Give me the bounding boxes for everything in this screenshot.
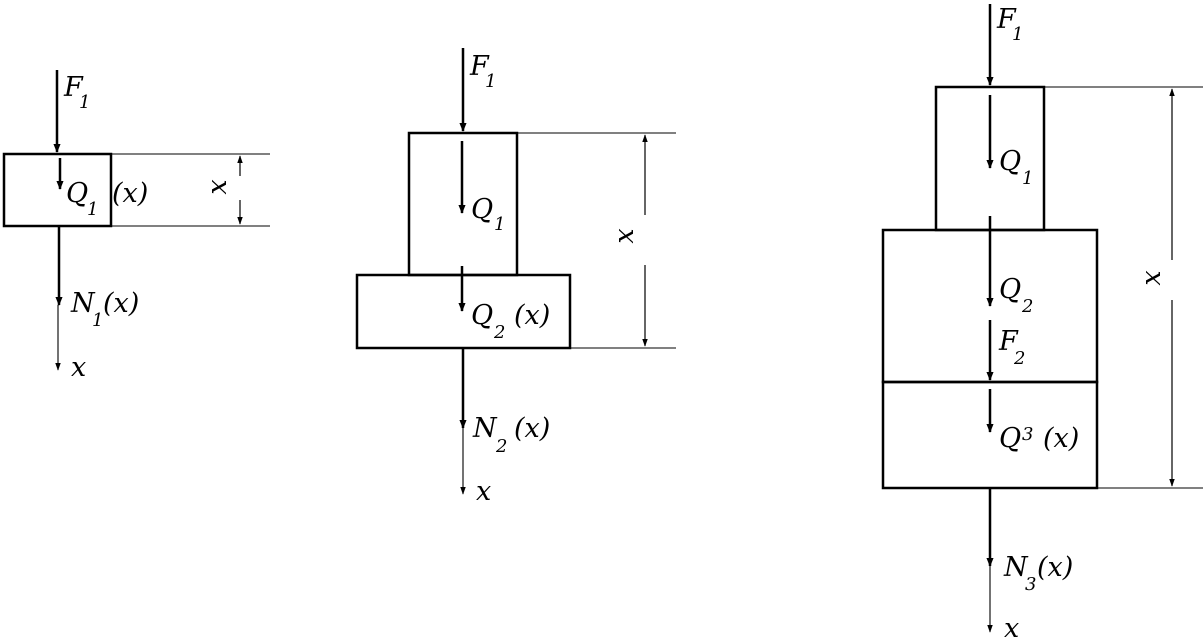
label-N-subscript: 2 <box>495 436 507 457</box>
label-Q-subscript: 2 <box>1021 296 1033 317</box>
body-block-1 <box>2 152 113 228</box>
label-Q: Q <box>999 274 1021 305</box>
label-Q-subscript: 1 <box>494 214 505 235</box>
axis-label-x: x <box>1004 613 1019 643</box>
label-Q-subscript: 1 <box>87 199 98 220</box>
label-Q: Q <box>471 300 493 331</box>
label-Q-subscript: 2 <box>493 322 505 343</box>
label-F-subscript: 1 <box>79 92 90 113</box>
label-Q: Q <box>66 178 88 209</box>
label-F-subscript: 2 <box>1013 348 1025 369</box>
label-F: F <box>63 72 84 103</box>
label-N: N <box>1003 552 1029 583</box>
label-F-subscript: 1 <box>1012 24 1023 45</box>
label-F: F <box>998 326 1019 357</box>
label-arg: (x) <box>1037 552 1073 583</box>
label-arg: (x) <box>112 178 148 209</box>
label-arg: (x) <box>514 413 550 444</box>
label-Q-subscript: 1 <box>1022 168 1033 189</box>
label-arg: (x) <box>103 288 139 319</box>
label-N-subscript: 1 <box>92 310 103 331</box>
label-arg: (x) <box>514 300 550 331</box>
label-F: F <box>996 4 1017 35</box>
axis-label-x: x <box>476 476 491 507</box>
label-F: F <box>469 51 490 82</box>
label-F-subscript: 1 <box>485 71 496 92</box>
label-N: N <box>472 413 498 444</box>
dimension-label-x: x <box>1136 270 1167 285</box>
dimension-label-x: x <box>609 228 640 243</box>
label-N-subscript: 3 <box>1025 574 1036 595</box>
label-Q: Q <box>999 423 1021 454</box>
dimension-label-x: x <box>202 179 233 194</box>
label-arg: (x) <box>1043 423 1079 454</box>
axis-label-x: x <box>71 352 86 383</box>
label-Q: Q <box>999 146 1021 177</box>
diagram-2: x F 1 Q 1 Q 2 (x) N 2 (x) x <box>355 48 676 507</box>
label-Q-subscript: 3 <box>1022 424 1033 445</box>
label-Q: Q <box>471 194 493 225</box>
diagram-3: x F 1 Q 1 Q 2 F 2 Q 3 (x) N 3 (x) x <box>881 4 1203 643</box>
diagram-1: x F 1 Q 1 (x) N 1 (x) x <box>2 70 270 383</box>
label-N: N <box>70 288 96 319</box>
